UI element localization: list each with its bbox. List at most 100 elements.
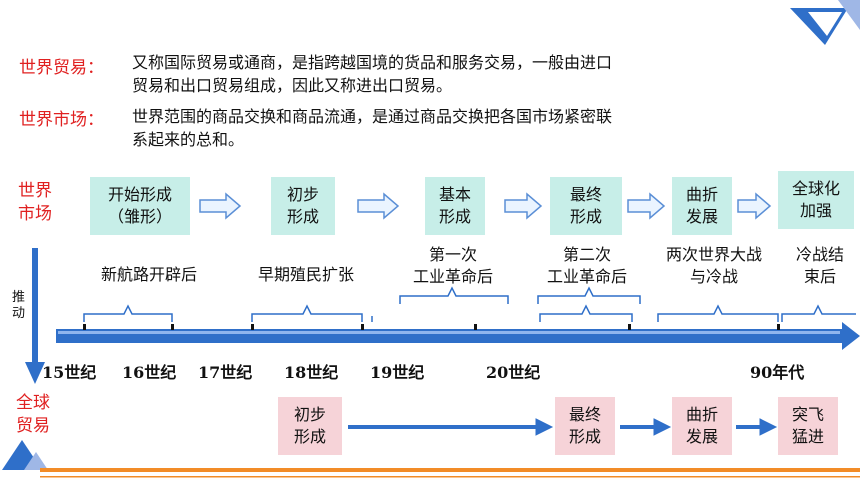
bracket [83,304,173,322]
event-world-wars-cold-war: 两次世界大战 与冷战 [646,244,782,288]
event-colonial-expansion: 早期殖民扩张 [232,264,380,286]
stage-text: 形成 [569,207,602,226]
axis-tick [171,324,174,330]
hollow-arrow-icon [357,192,400,220]
bracket [251,304,363,322]
stage-text: 最终 [569,185,602,204]
bracket [781,304,856,322]
event-post-cold-war: 冷战结 束后 [782,244,858,288]
market-stage-3: 基本 形成 [425,177,485,235]
vertical-arrow-shaft [32,248,38,366]
timeline-arrow-head-icon [842,322,860,350]
trade-arrow-head-icon [535,418,554,436]
stage-text: （雏形） [107,207,172,226]
axis-tick [251,324,254,330]
bracket [399,286,509,304]
timeline-label: 18世纪 [284,363,339,382]
stage-text: 突飞 [791,405,824,424]
vertical-arrow-head-icon [25,362,45,384]
definition-world-market: 世界范围的商品交换和商品流通，是通过商品交换把各国市场紧密联 系起来的总和。 [132,105,612,151]
timeline-label: 15世纪 [42,363,97,382]
market-stage-2: 初步 形成 [271,177,335,235]
stage-text: 猛进 [791,427,824,446]
definition-line: 系起来的总和。 [132,130,245,149]
market-label: 世界 市场 [18,180,52,226]
event-text: 工业革命后 [412,267,493,286]
definition-line: 世界范围的商品交换和商品流通，是通过商品交换把各国市场紧密联 [132,107,613,126]
market-stage-5: 曲折 发展 [672,177,732,235]
push-text: 推 [12,290,26,305]
trade-stage-1: 初步 形成 [278,397,342,455]
push-label: 推 动 [12,290,25,322]
stage-text: 曲折 [685,405,718,424]
event-text: 两次世界大战 [665,245,762,264]
stage-text: 最终 [568,405,601,424]
definition-world-trade: 又称国际贸易或通商，是指跨越国境的货品和服务交易，一般由进口 贸易和出口贸易组成… [132,51,612,97]
bottom-orange-thin-line [40,476,860,478]
bracket [657,304,779,322]
event-text: 冷战结 [795,245,844,264]
trade-label-line: 全球 [16,393,50,413]
stage-text: 开始形成 [107,185,172,204]
axis-tick [83,324,86,330]
event-new-sea-route: 新航路开辟后 [84,264,214,286]
push-text: 动 [12,306,26,321]
trade-label-line: 贸易 [16,416,50,436]
stage-text: 加强 [799,201,832,220]
bottom-triangle-small-icon [24,452,48,470]
bottom-orange-line [40,468,860,472]
timeline-label: 16世纪 [122,363,177,382]
stage-text: 曲折 [685,185,718,204]
market-label-line: 市场 [18,204,52,224]
stage-text: 初步 [293,405,326,424]
hollow-arrow-icon [199,192,242,220]
market-stage-1: 开始形成 （雏形） [90,177,190,235]
trade-stage-4: 突飞 猛进 [778,397,838,455]
axis-tick [361,324,364,330]
definition-line: 贸易和出口贸易组成，因此又称进出口贸易。 [132,76,453,95]
trade-arrow-head-icon [759,418,778,436]
event-first-industrial-revolution: 第一次 工业革命后 [398,244,508,288]
stage-text: 形成 [286,207,319,226]
event-second-industrial-revolution: 第二次 工业革命后 [532,244,642,288]
timeline-label: 17世纪 [198,363,253,382]
definition-line: 又称国际贸易或通商，是指跨越国境的货品和服务交易，一般由进口 [132,53,613,72]
term-world-trade: 世界贸易： [19,58,104,78]
timeline-label: 20世纪 [486,363,541,382]
trade-stage-3: 曲折 发展 [672,397,732,455]
hollow-arrow-icon [504,192,543,220]
stage-text: 形成 [438,207,471,226]
term-world-market: 世界市场： [19,110,104,130]
market-stage-6: 全球化 加强 [778,171,854,229]
axis-tick [777,324,780,330]
corner-triangle-small-icon [838,0,860,30]
stage-text: 全球化 [791,179,840,198]
market-label-line: 世界 [18,181,52,201]
event-text: 束后 [803,267,836,286]
event-text: 新航路开辟后 [100,265,197,284]
event-text: 第一次 [428,245,477,264]
timeline-axis-highlight [58,331,840,334]
axis-tick [474,324,477,330]
bracket [537,286,641,304]
bracket [539,304,633,322]
stage-text: 基本 [438,185,471,204]
trade-arrow-head-icon [653,418,672,436]
stage-text: 发展 [685,207,718,226]
event-text: 与冷战 [689,267,738,286]
timeline-label: 90年代 [750,363,805,382]
event-text: 工业革命后 [546,267,627,286]
corner-triangle-inner-icon [808,12,842,36]
axis-tick [628,324,631,330]
market-stage-4: 最终 形成 [550,177,622,235]
trade-label: 全球 贸易 [16,392,50,438]
event-text: 第二次 [562,245,611,264]
stage-text: 初步 [286,185,319,204]
event-text: 早期殖民扩张 [257,265,354,284]
stage-text: 发展 [685,427,718,446]
stage-text: 形成 [293,427,326,446]
trade-stage-2: 最终 形成 [555,397,615,455]
